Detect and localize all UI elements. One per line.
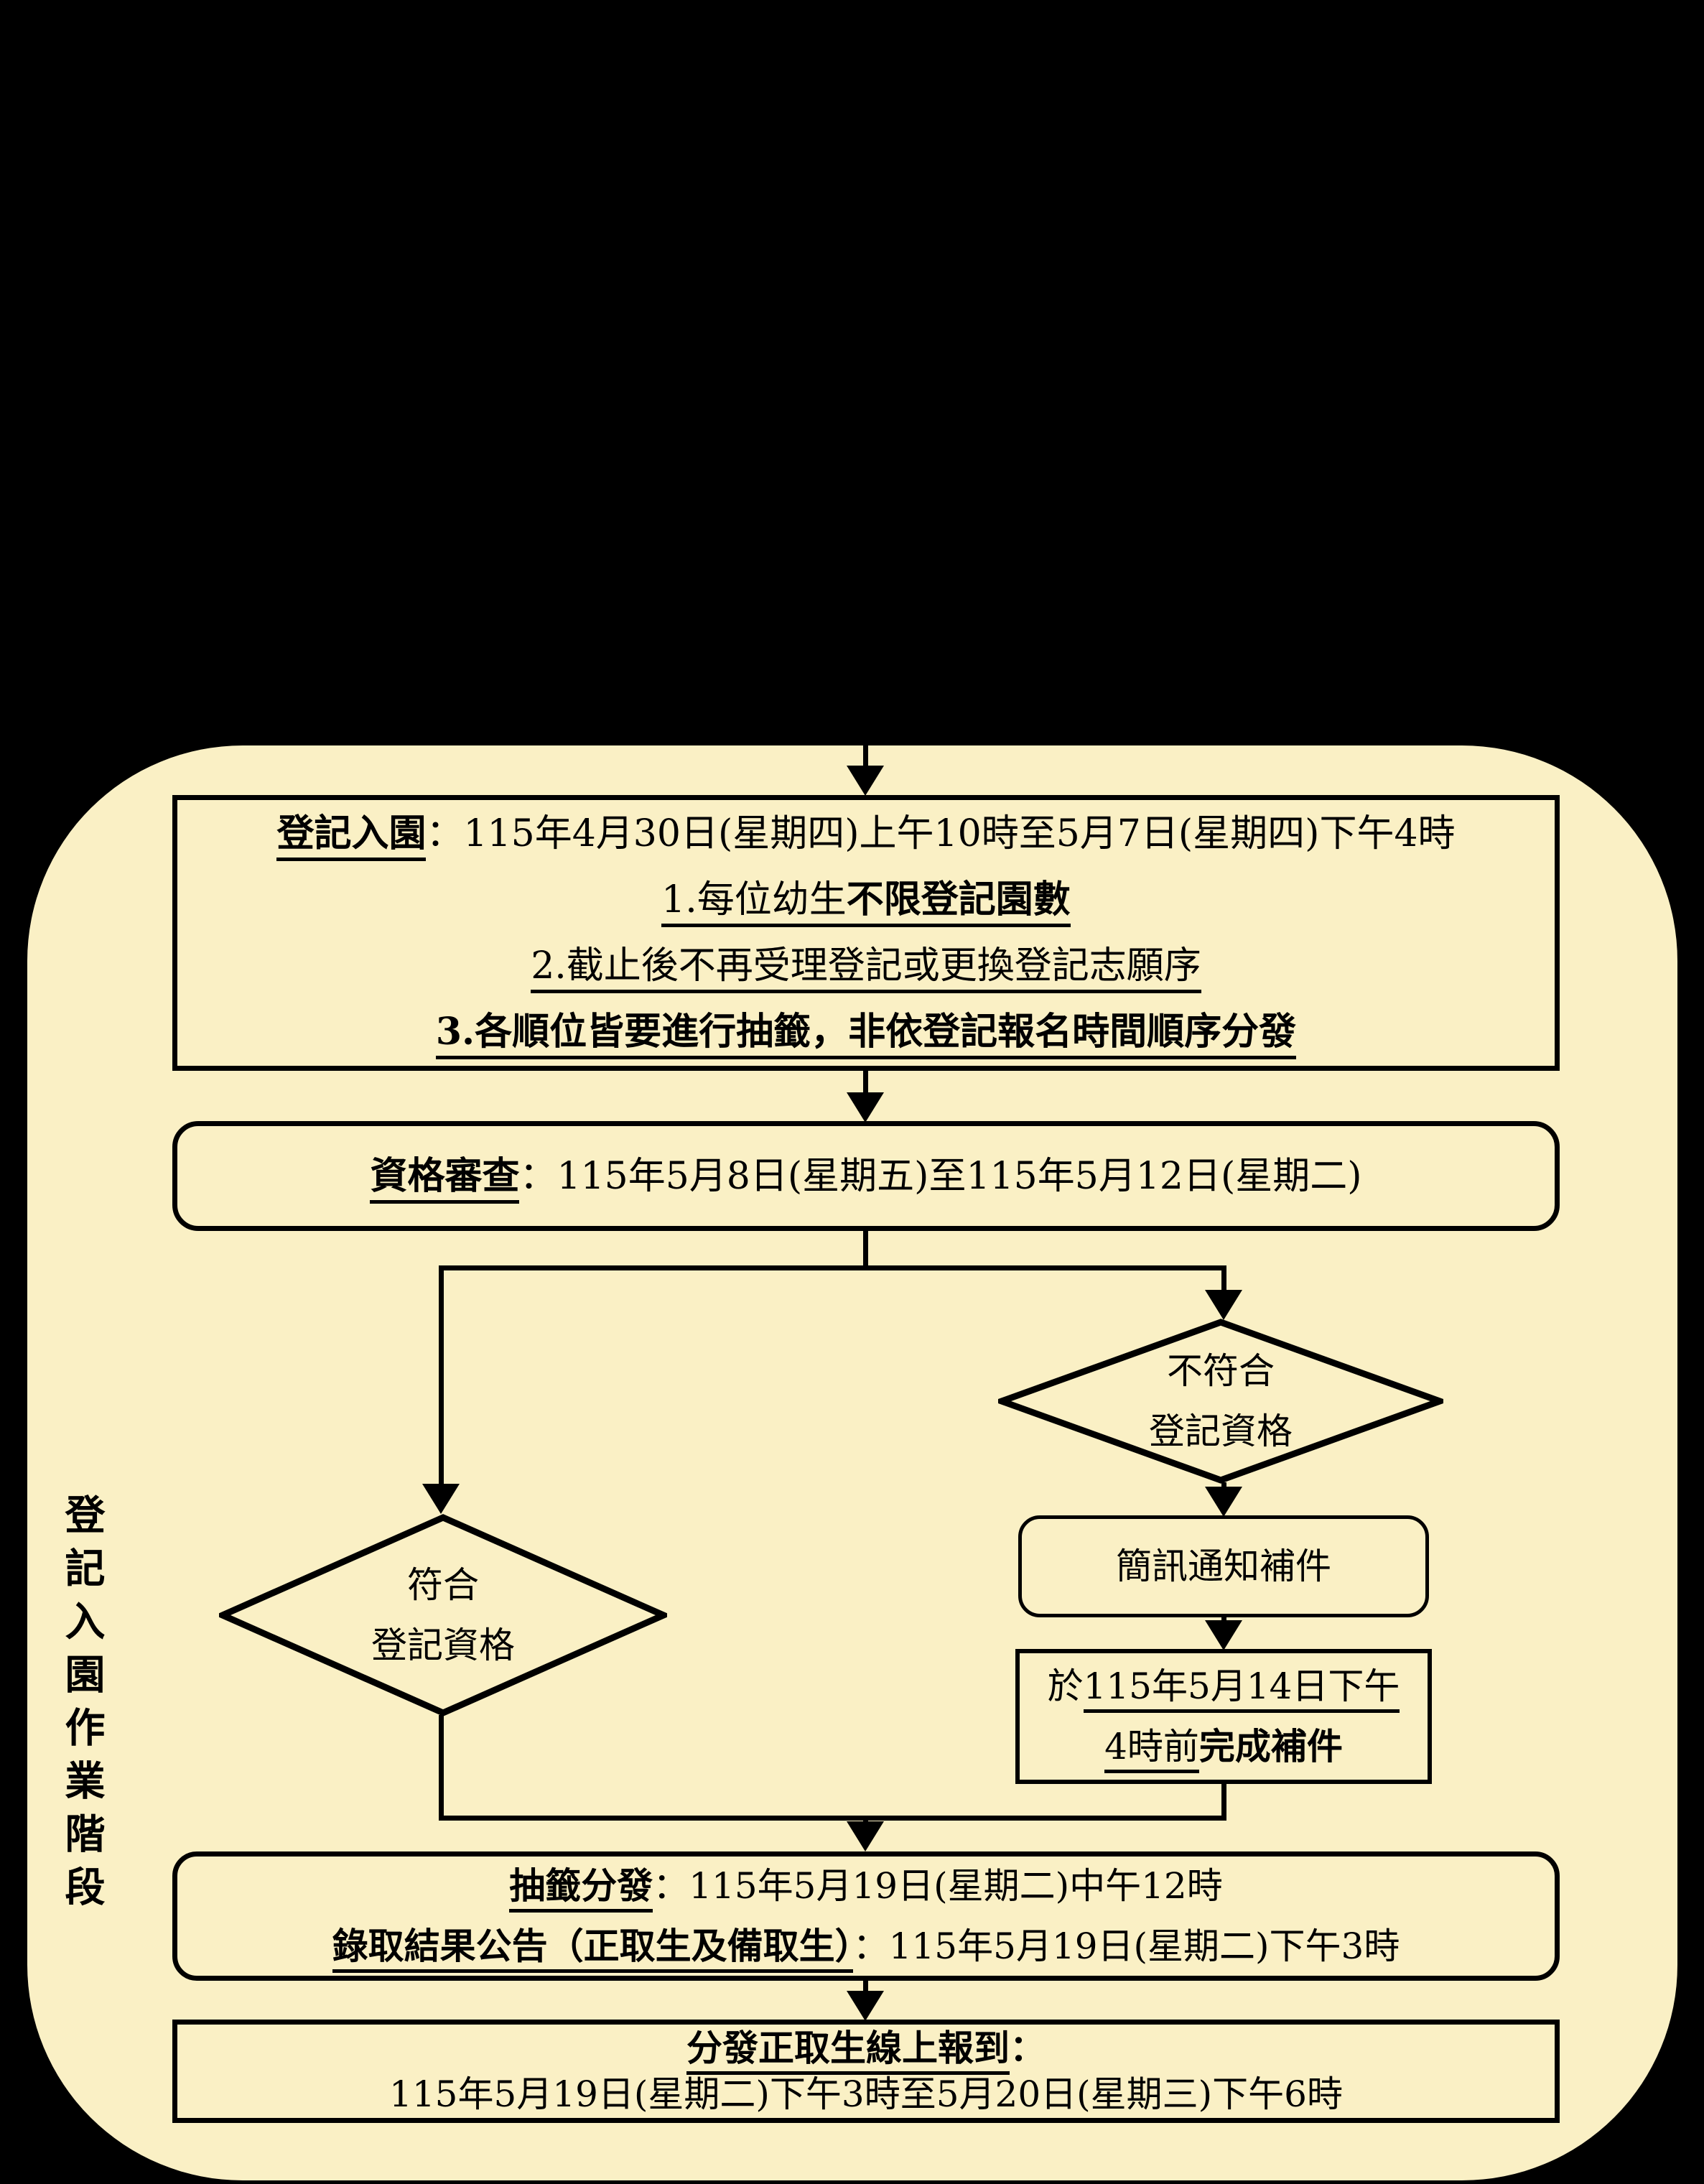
decision-qualified-text: 符合登記資格	[219, 1514, 667, 1716]
connector-branch-right	[1221, 1265, 1226, 1294]
flow-node-review: 資格審查：115年5月8日(星期五)至115年5月12日(星期二)	[172, 1121, 1560, 1231]
arrowhead-report	[847, 1991, 884, 2021]
text-segment: 1.每位幼生	[661, 878, 847, 927]
arrowhead-sms	[1205, 1487, 1242, 1517]
text-line: 4時前完成補件	[1104, 1716, 1343, 1777]
text-segment: 錄取結果公告（正取生及備取生）	[332, 1925, 853, 1973]
text-segment: 登記入園	[276, 812, 427, 861]
text-line: 登記資格	[371, 1615, 515, 1676]
text-line: 資格審查：115年5月8日(星期五)至115年5月12日(星期二)	[370, 1143, 1362, 1209]
text-line: 分發正取生線上報到：	[686, 2025, 1046, 2075]
text-segment: 抽籤分發	[509, 1864, 653, 1913]
text-segment: 分發正取生線上報到	[686, 2027, 1010, 2075]
arrowhead-lottery	[847, 1821, 884, 1851]
arrowhead-register-review	[847, 1092, 884, 1123]
text-segment: 登記資格	[371, 1625, 515, 1666]
connector-branch-stem	[863, 1231, 868, 1270]
text-line: 登記資格	[1149, 1401, 1293, 1462]
text-line: 1.每位幼生不限登記園數	[661, 867, 1071, 933]
text-line: 3.各順位皆要進行抽籤，非依登記報名時間順序分發	[435, 999, 1297, 1065]
text-segment: ：115年5月19日(星期二)中午12時	[653, 1865, 1223, 1907]
diamond-shape	[219, 1514, 667, 1716]
text-segment: 資格審查	[370, 1153, 520, 1204]
arrowhead-entry	[847, 766, 884, 796]
text-segment: 115年5月19日(星期二)下午3時至5月20日(星期三)下午6時	[389, 2073, 1343, 2115]
text-segment: 完成補件	[1198, 1725, 1343, 1767]
arrowhead-unqualified	[1205, 1290, 1242, 1320]
arrowhead-supplement	[1205, 1620, 1242, 1650]
text-segment: 符合	[407, 1564, 479, 1606]
stage-label: 登記入園作業階段	[58, 1494, 106, 1919]
flow-node-sms: 簡訊通知補件	[1018, 1515, 1429, 1617]
arrowhead-qualified	[422, 1484, 460, 1514]
text-segment: 不限登記園數	[846, 878, 1071, 927]
flow-node-lottery: 抽籤分發：115年5月19日(星期二)中午12時錄取結果公告（正取生及備取生）：…	[172, 1851, 1560, 1981]
decision-unqualified-text: 不符合登記資格	[998, 1319, 1443, 1484]
decision-unqualified: 不符合登記資格	[998, 1319, 1443, 1484]
connector-supplement-merge	[1221, 1783, 1226, 1821]
text-segment: 簡訊通知補件	[1116, 1546, 1331, 1587]
text-segment: 登記資格	[1149, 1411, 1293, 1452]
connector-qualified-merge	[439, 1715, 444, 1821]
text-line: 於115年5月14日下午	[1048, 1656, 1400, 1716]
decision-qualified: 符合登記資格	[219, 1514, 667, 1716]
text-segment: 不符合	[1167, 1350, 1275, 1392]
connector-merge-horizontal	[439, 1816, 1226, 1821]
text-segment: 2.截止後不再受理登記或更換登記志願序	[531, 944, 1201, 993]
connector-branch-left	[439, 1265, 444, 1485]
text-line: 不符合	[1167, 1341, 1275, 1401]
text-segment: ：	[1010, 2027, 1046, 2069]
text-line: 登記入園：115年4月30日(星期四)上午10時至5月7日(星期四)下午4時	[276, 801, 1456, 867]
text-line: 2.截止後不再受理登記或更換登記志願序	[531, 933, 1201, 999]
text-segment: ：115年4月30日(星期四)上午10時至5月7日(星期四)下午4時	[426, 812, 1456, 855]
text-line: 符合	[407, 1555, 479, 1615]
text-line: 抽籤分發：115年5月19日(星期二)中午12時	[509, 1856, 1223, 1916]
text-segment: ：115年5月19日(星期二)下午3時	[852, 1925, 1400, 1967]
text-line: 錄取結果公告（正取生及備取生）：115年5月19日(星期二)下午3時	[332, 1916, 1400, 1976]
connector-lottery-report	[863, 1981, 868, 1995]
text-segment: 4時前	[1104, 1726, 1199, 1773]
connector-entry	[863, 745, 868, 770]
text-segment: ：115年5月8日(星期五)至115年5月12日(星期二)	[519, 1154, 1362, 1198]
text-line: 115年5月19日(星期二)下午3時至5月20日(星期三)下午6時	[389, 2071, 1343, 2117]
diamond-shape	[998, 1319, 1443, 1484]
connector-register-review	[863, 1071, 868, 1097]
text-line: 簡訊通知補件	[1116, 1538, 1331, 1595]
flow-node-report: 分發正取生線上報到：115年5月19日(星期二)下午3時至5月20日(星期三)下…	[172, 2020, 1560, 2123]
text-segment: 115年5月14日下午	[1083, 1665, 1400, 1713]
text-segment: 3.各順位皆要進行抽籤，非依登記報名時間順序分發	[435, 1010, 1297, 1059]
connector-branch-horizontal	[439, 1265, 1226, 1270]
text-segment: 於	[1047, 1665, 1084, 1707]
